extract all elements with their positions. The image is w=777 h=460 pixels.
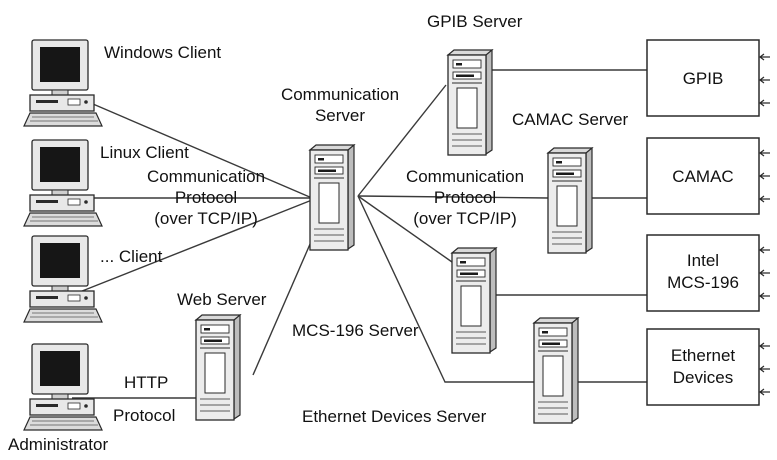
wire-web-to-comm xyxy=(252,234,315,376)
right-protocol-line3: (over TCP/IP) xyxy=(413,209,517,228)
windows-client-label: Windows Client xyxy=(104,43,221,62)
windows-client-icon xyxy=(23,39,103,127)
wire-comm-to-ethernet xyxy=(357,195,534,383)
wire-comm-to-gpib xyxy=(357,84,447,197)
web-server-icon xyxy=(195,314,241,421)
left-protocol-line1: Communication xyxy=(147,167,265,186)
camac-device-label: CAMAC xyxy=(672,167,733,186)
linux-client-icon xyxy=(23,139,103,227)
gpib-server-icon xyxy=(447,49,493,156)
device-io-arrows xyxy=(759,53,770,396)
ethernet-device-label-line1: Ethernet xyxy=(671,346,736,365)
communication-server-label-line1: Communication xyxy=(281,85,399,104)
wire-other-to-comm xyxy=(71,199,313,296)
http-label: HTTP xyxy=(124,373,168,392)
communication-server-icon xyxy=(309,144,355,251)
gpib-device-box xyxy=(646,39,760,117)
http-protocol-label: Protocol xyxy=(113,406,175,425)
camac-server-label: CAMAC Server xyxy=(512,110,629,129)
administrator-icon xyxy=(23,343,103,431)
gpib-device-label: GPIB xyxy=(683,69,724,88)
intel-device-label-line2: MCS-196 xyxy=(667,273,739,292)
ethernet-device-box xyxy=(646,328,760,406)
camac-server-icon xyxy=(547,147,593,254)
ethernet-devices-server-label: Ethernet Devices Server xyxy=(302,407,487,426)
wire-comm-to-camac xyxy=(357,195,549,199)
communication-server-label-line2: Server xyxy=(315,106,365,125)
left-protocol-line3: (over TCP/IP) xyxy=(154,209,258,228)
mcs196-server-label: MCS-196 Server xyxy=(292,321,419,340)
wire-windows-to-comm xyxy=(71,94,313,199)
right-protocol-line2: Protocol xyxy=(434,188,496,207)
ethernet-devices-server-icon xyxy=(533,317,579,424)
linux-client-label: Linux Client xyxy=(100,143,189,162)
left-protocol-line2: Protocol xyxy=(175,188,237,207)
intel-mcs196-device-box xyxy=(646,234,760,312)
gpib-server-label: GPIB Server xyxy=(427,12,523,31)
camac-device-box xyxy=(646,137,760,215)
wire-comm-to-mcs196 xyxy=(357,195,453,263)
web-server-label: Web Server xyxy=(177,290,267,309)
intel-device-label-line1: Intel xyxy=(687,251,719,270)
administrator-label: Administrator xyxy=(8,435,108,454)
right-protocol-line1: Communication xyxy=(406,167,524,186)
other-client-icon xyxy=(23,235,103,323)
ethernet-device-label-line2: Devices xyxy=(673,368,733,387)
connection-lines xyxy=(71,69,647,399)
other-client-label: ... Client xyxy=(100,247,163,266)
mcs196-server-icon xyxy=(451,247,497,354)
